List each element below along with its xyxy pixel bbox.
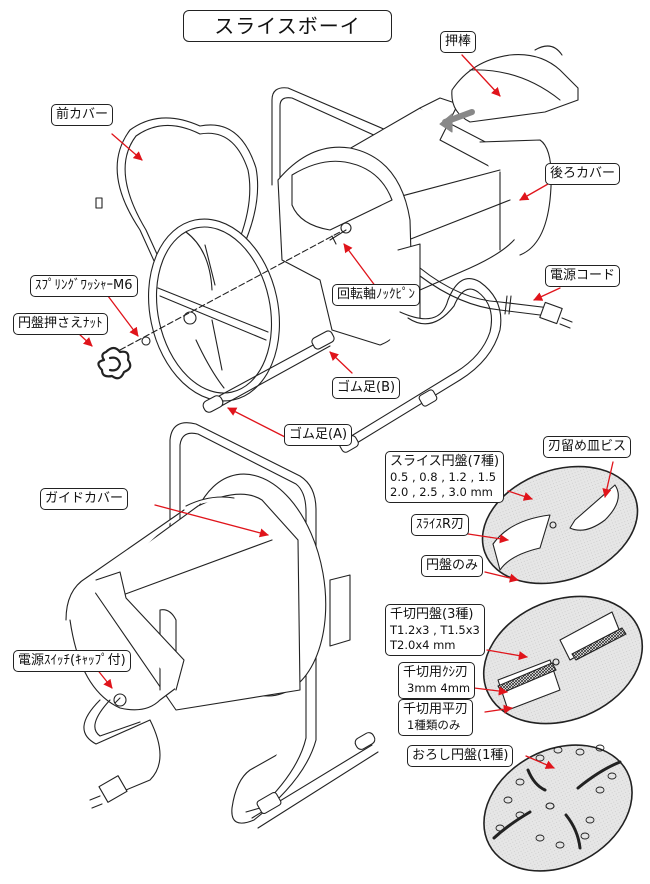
flat-blade-note: 1種類のみ xyxy=(407,718,461,732)
slice-disc-title: スライス円盤(7種) xyxy=(390,454,500,469)
lower-body xyxy=(65,473,351,711)
upper-base-rods xyxy=(202,278,502,453)
label-julienne-disc: 千切円盤(3種) T1.2x3 , T1.5x3 T2.0x4 mm xyxy=(385,604,485,656)
label-guide-cover: ガイドカバー xyxy=(40,488,129,510)
grater-disc xyxy=(483,744,633,872)
spring-washer xyxy=(141,336,151,346)
shaft-axis-line xyxy=(119,231,341,351)
slice-disc-sizes-1: 0.5 , 0.8 , 1.2 , 1.5 xyxy=(390,470,497,484)
rubber-foot-b-part xyxy=(311,330,335,350)
comb-blade-title: 千切用ｸｼ刃 xyxy=(403,665,469,680)
label-flat-blade: 千切用平刃 1種類のみ xyxy=(398,699,474,736)
label-grater-disc: おろし円盤(1種) xyxy=(407,745,514,767)
lower-base-rods xyxy=(231,699,379,829)
julienne-disc-sizes-1: T1.2x3 , T1.5x3 xyxy=(390,623,480,637)
lower-power-cord xyxy=(83,699,161,809)
disc-nut xyxy=(97,346,132,380)
label-power-cord: 電源コード xyxy=(545,265,621,287)
label-disc-only: 円盤のみ xyxy=(421,555,484,577)
upper-power-cord xyxy=(419,267,573,329)
label-blade-plate-screw: 刃留め皿ビス xyxy=(543,436,632,458)
label-shaft-knock-pin: 回転軸ﾉｯｸﾋﾟﾝ xyxy=(332,284,421,306)
label-slice-r-blade: ｽﾗｲｽR刃 xyxy=(411,514,470,536)
lower-frame-handle xyxy=(169,422,317,701)
shaft-knock-pin xyxy=(329,222,352,245)
julienne-disc xyxy=(482,595,644,725)
label-push-rod: 押棒 xyxy=(440,31,477,53)
label-rubber-foot-b: ゴム足(B) xyxy=(332,377,401,399)
label-slice-disc: スライス円盤(7種) 0.5 , 0.8 , 1.2 , 1.5 2.0 , 2… xyxy=(385,451,505,503)
label-comb-blade: 千切用ｸｼ刃 3mm 4mm xyxy=(398,662,476,699)
label-power-switch: 電源ｽｲｯﾁ(ｷｬｯﾌﾟ付) xyxy=(13,650,131,672)
julienne-disc-sizes-2: T2.0x4 mm xyxy=(390,638,456,652)
label-rubber-foot-a: ゴム足(A) xyxy=(284,424,353,446)
rubber-foot-a-part xyxy=(202,395,224,413)
label-rear-cover: 後ろカバー xyxy=(545,163,621,185)
disc-carrier-wheel xyxy=(147,218,281,402)
julienne-disc-title: 千切円盤(3種) xyxy=(390,607,474,622)
diagram-title: スライスボーイ xyxy=(183,10,392,42)
label-disc-nut: 円盤押さえﾅｯﾄ xyxy=(13,313,108,335)
power-switch-part xyxy=(113,693,127,707)
comb-blade-sizes: 3mm 4mm xyxy=(407,681,471,695)
push-rod-part xyxy=(451,45,579,123)
flat-blade-title: 千切用平刃 xyxy=(403,702,469,717)
slice-disc-sizes-2: 2.0 , 2.5 , 3.0 mm xyxy=(390,485,493,499)
label-spring-washer: ｽﾌﾟﾘﾝｸﾞﾜｯｼｬｰM6 xyxy=(30,275,138,297)
label-front-cover: 前カバー xyxy=(51,104,114,126)
